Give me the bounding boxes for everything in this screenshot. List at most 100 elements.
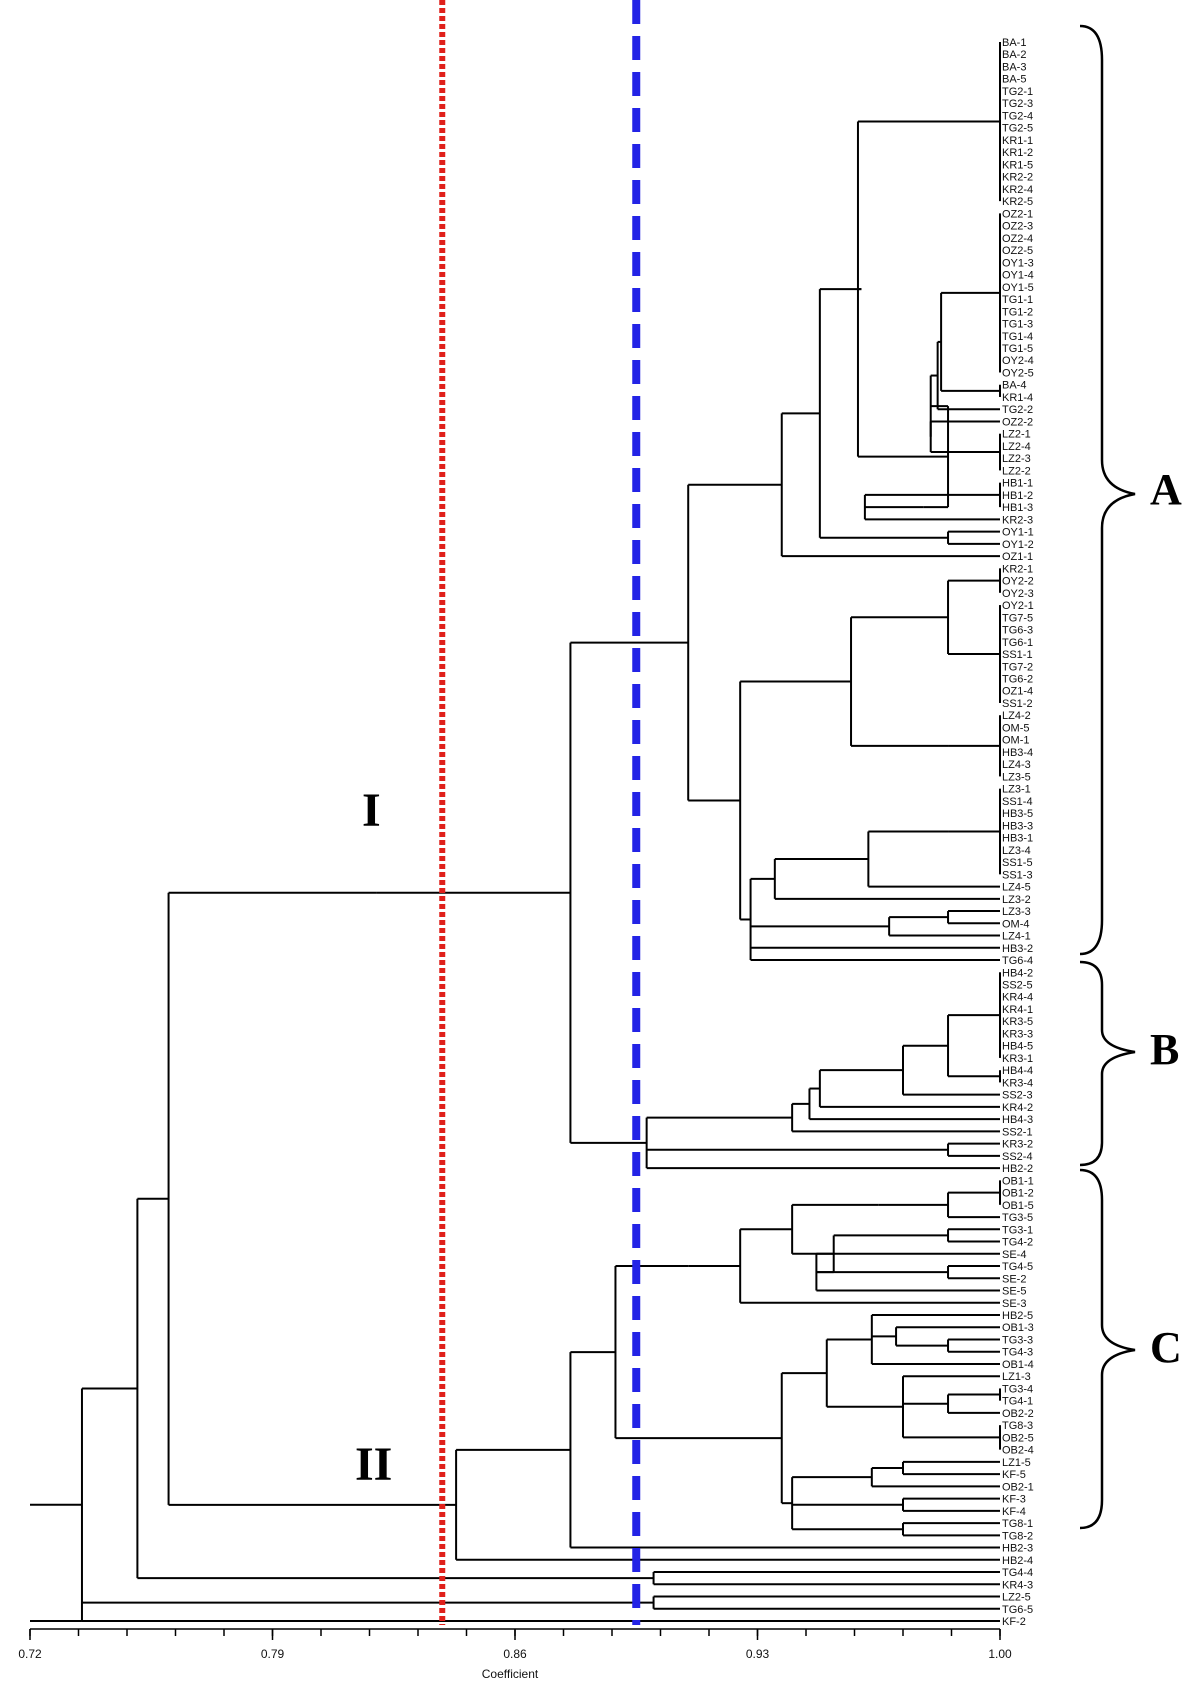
leaf-label: TG1-1 (1002, 294, 1033, 306)
leaf-label: KR1-1 (1002, 135, 1033, 147)
leaf-label: OB1-4 (1002, 1359, 1034, 1371)
leaf-label: OY1-5 (1002, 282, 1034, 294)
leaf-label: TG6-2 (1002, 673, 1033, 685)
brace-c (1079, 1168, 1136, 1530)
leaf-label: BA-3 (1002, 61, 1026, 73)
tick-label: 0.93 (746, 1647, 770, 1661)
leaf-label: SE-2 (1002, 1273, 1026, 1285)
leaf-label: OZ1-4 (1002, 686, 1033, 698)
leaf-label: KR1-5 (1002, 159, 1033, 171)
leaf-label: KR2-4 (1002, 184, 1033, 196)
cluster-label-b: B (1150, 1025, 1179, 1074)
leaf-label: OB2-4 (1002, 1445, 1034, 1457)
leaf-label: OM-4 (1002, 918, 1030, 930)
leaf-label: TG6-5 (1002, 1604, 1033, 1616)
leaf-label: LZ2-4 (1002, 441, 1031, 453)
leaf-label: HB2-2 (1002, 1163, 1033, 1175)
leaf-label: LZ1-3 (1002, 1371, 1031, 1383)
cluster-label-a: A (1150, 465, 1182, 514)
leaf-label: HB4-4 (1002, 1065, 1033, 1077)
leaf-label: OZ2-1 (1002, 208, 1033, 220)
leaf-label: LZ4-2 (1002, 710, 1031, 722)
cluster-label-c: C (1150, 1323, 1182, 1372)
leaf-label: OB2-1 (1002, 1481, 1034, 1493)
leaf-label: KR2-3 (1002, 514, 1033, 526)
leaf-label: KR3-3 (1002, 1028, 1033, 1040)
leaf-label: KF-3 (1002, 1494, 1026, 1506)
leaf-label: HB3-5 (1002, 808, 1033, 820)
leaf-label: KR1-4 (1002, 392, 1033, 404)
leaf-label: LZ4-5 (1002, 882, 1031, 894)
leaf-label: TG8-2 (1002, 1530, 1033, 1542)
leaf-label: KR3-4 (1002, 1077, 1033, 1089)
leaf-label: BA-4 (1002, 380, 1026, 392)
leaf-label: OY1-3 (1002, 257, 1034, 269)
leaf-label: TG3-1 (1002, 1224, 1033, 1236)
leaf-label: SS1-4 (1002, 796, 1033, 808)
leaf-label: KR3-1 (1002, 1053, 1033, 1065)
leaf-label: OY2-1 (1002, 600, 1034, 612)
leaf-label: HB1-3 (1002, 502, 1033, 514)
leaf-label: HB4-5 (1002, 1041, 1033, 1053)
leaf-label: SS1-1 (1002, 649, 1033, 661)
leaf-label: SS1-5 (1002, 857, 1033, 869)
leaf-label: OY2-4 (1002, 355, 1034, 367)
leaf-label: OB2-5 (1002, 1432, 1034, 1444)
leaf-label: SS1-3 (1002, 869, 1033, 881)
leaf-label: KR2-2 (1002, 172, 1033, 184)
leaf-label: SE-4 (1002, 1249, 1026, 1261)
leaf-label: KR4-1 (1002, 1004, 1033, 1016)
leaf-label: TG2-3 (1002, 98, 1033, 110)
leaf-label: OB1-1 (1002, 1175, 1034, 1187)
leaf-label: OB2-2 (1002, 1408, 1034, 1420)
leaf-label: KF-4 (1002, 1506, 1026, 1518)
leaf-label: LZ3-4 (1002, 845, 1031, 857)
dendrogram-branches (30, 42, 1001, 1622)
leaf-label: KR4-3 (1002, 1579, 1033, 1591)
leaf-label: TG3-3 (1002, 1334, 1033, 1346)
leaf-label: BA-1 (1002, 37, 1026, 49)
leaf-label: TG6-1 (1002, 637, 1033, 649)
leaf-label: KR3-5 (1002, 1016, 1033, 1028)
leaf-label: SS2-4 (1002, 1151, 1033, 1163)
leaf-label: KR1-2 (1002, 147, 1033, 159)
leaf-label: OY2-5 (1002, 367, 1034, 379)
leaf-label: SS1-2 (1002, 698, 1033, 710)
leaf-label: LZ4-3 (1002, 759, 1031, 771)
leaf-labels: BA-1BA-2BA-3BA-5TG2-1TG2-3TG2-4TG2-5KR1-… (1002, 37, 1034, 1628)
axis-title: Coefficient (482, 1667, 539, 1681)
leaf-label: SS2-1 (1002, 1126, 1033, 1138)
leaf-label: HB1-1 (1002, 478, 1033, 490)
leaf-label: OZ2-5 (1002, 245, 1033, 257)
leaf-label: TG8-1 (1002, 1518, 1033, 1530)
leaf-label: LZ2-1 (1002, 429, 1031, 441)
leaf-label: TG2-4 (1002, 110, 1033, 122)
leaf-label: HB4-3 (1002, 1114, 1033, 1126)
leaf-label: HB4-2 (1002, 967, 1033, 979)
tick-label: 1.00 (988, 1647, 1012, 1661)
leaf-label: TG1-2 (1002, 306, 1033, 318)
leaf-label: OY2-3 (1002, 588, 1034, 600)
leaf-label: LZ3-3 (1002, 906, 1031, 918)
leaf-label: KR4-4 (1002, 992, 1033, 1004)
leaf-label: TG1-4 (1002, 331, 1033, 343)
leaf-label: SE-5 (1002, 1286, 1026, 1298)
level-label-i: I (362, 784, 381, 837)
cut-lines (439, 0, 641, 1625)
leaf-label: KR3-2 (1002, 1139, 1033, 1151)
cluster-braces (1079, 24, 1136, 1530)
leaf-label: OB1-3 (1002, 1322, 1034, 1334)
tick-label: 0.72 (18, 1647, 42, 1661)
leaf-label: TG3-5 (1002, 1212, 1033, 1224)
leaf-label: SE-3 (1002, 1298, 1026, 1310)
tick-label: 0.79 (261, 1647, 285, 1661)
leaf-label: OZ2-4 (1002, 233, 1033, 245)
leaf-label: HB2-3 (1002, 1543, 1033, 1555)
leaf-label: HB2-4 (1002, 1555, 1033, 1567)
leaf-label: BA-5 (1002, 74, 1026, 86)
leaf-label: BA-2 (1002, 49, 1026, 61)
leaf-label: KF-5 (1002, 1469, 1026, 1481)
leaf-label: TG3-4 (1002, 1383, 1033, 1395)
leaf-label: TG2-5 (1002, 123, 1033, 135)
